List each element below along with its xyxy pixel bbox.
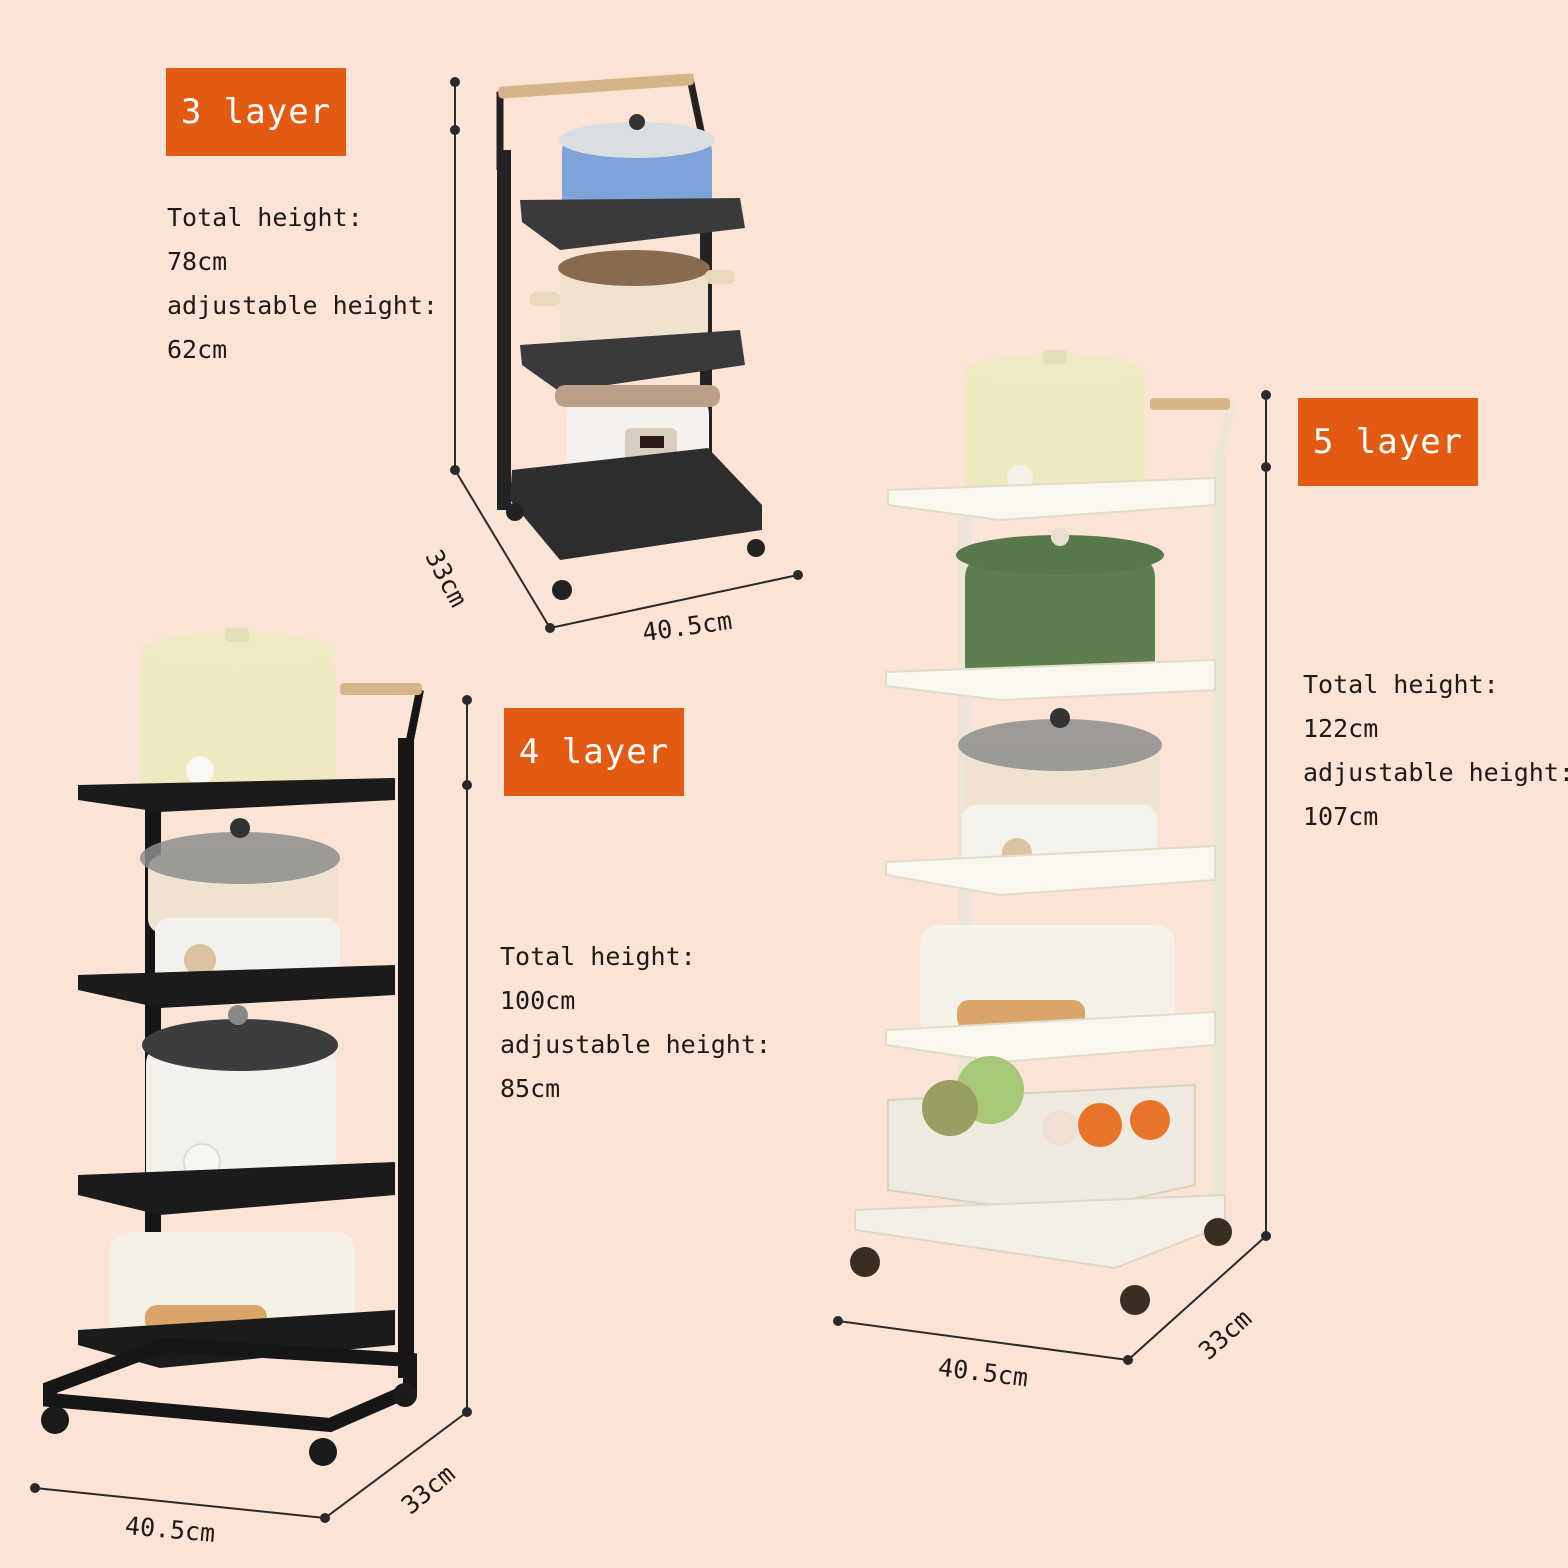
- rack-5-layer-specs: Total height: 122cm adjustable height: 1…: [1303, 663, 1568, 839]
- total-height-value: 122cm: [1303, 714, 1379, 743]
- dimension-lines: [30, 77, 1271, 1523]
- adjustable-height-label: adjustable height:: [1303, 758, 1568, 787]
- total-height-label: Total height:: [167, 203, 363, 232]
- adjustable-height-label: adjustable height:: [500, 1030, 771, 1059]
- rack-3-layer-specs: Total height: 78cm adjustable height: 62…: [167, 196, 438, 372]
- total-height-value: 78cm: [167, 247, 228, 276]
- total-height-label: Total height:: [1303, 670, 1499, 699]
- rack-4-layer-illustration: [41, 628, 424, 1466]
- rack-4-layer-specs: Total height: 100cm adjustable height: 8…: [500, 935, 771, 1111]
- adjustable-height-label: adjustable height:: [167, 291, 438, 320]
- rack-3-layer-badge: 3 layer: [166, 68, 346, 156]
- rack-4-layer-badge: 4 layer: [504, 708, 684, 796]
- adjustable-height-value: 85cm: [500, 1074, 561, 1103]
- total-height-value: 100cm: [500, 986, 576, 1015]
- rack-5-layer-badge: 5 layer: [1298, 398, 1478, 486]
- rack-5-layer-illustration: [850, 350, 1236, 1315]
- rack-3-layer-illustration: [496, 73, 765, 600]
- adjustable-height-value: 107cm: [1303, 802, 1379, 831]
- total-height-label: Total height:: [500, 942, 696, 971]
- adjustable-height-value: 62cm: [167, 335, 228, 364]
